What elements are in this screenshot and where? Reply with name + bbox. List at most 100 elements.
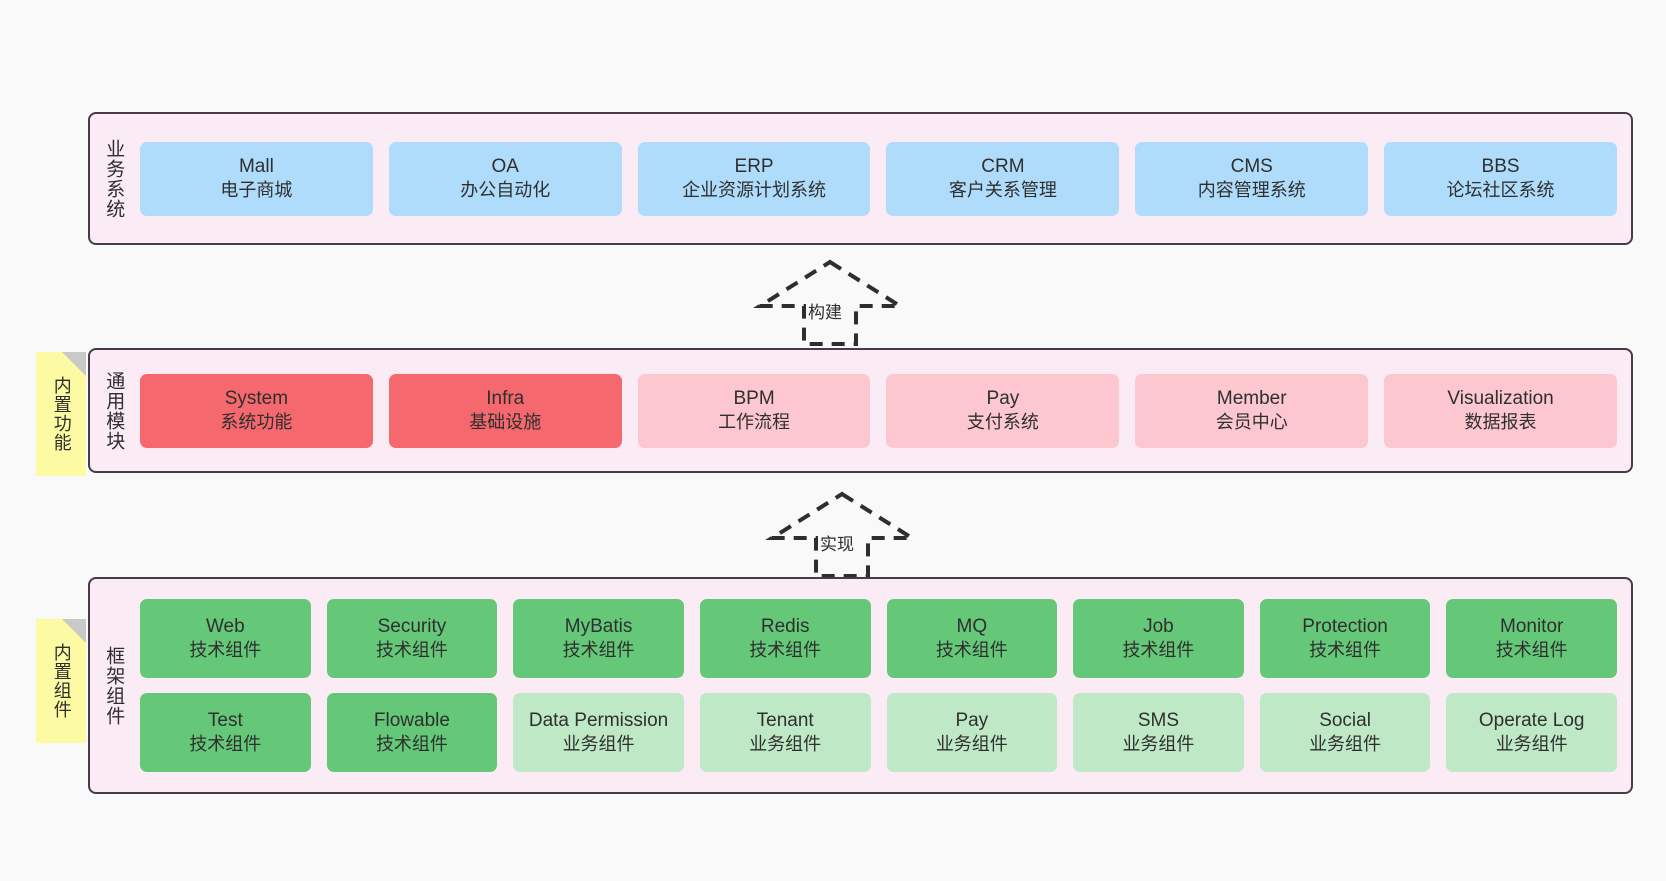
common-module-card[interactable]: Visualization 数据报表	[1384, 373, 1617, 448]
card-title-cn: 技术组件	[375, 640, 448, 661]
card-title-cn: 技术组件	[189, 640, 262, 661]
card-title-cn: 基础设施	[469, 412, 542, 433]
business-system-card[interactable]: OA 办公自动化	[388, 141, 622, 216]
card-title-cn: 业务组件	[1122, 734, 1195, 755]
card-title-cn: 数据报表	[1464, 412, 1537, 433]
framework-component-card[interactable]: Data Permission 业务组件	[513, 693, 684, 772]
card-title-cn: 技术组件	[375, 734, 448, 755]
card-title-en: Data Permission	[528, 709, 669, 731]
common-module-card[interactable]: Member 会员中心	[1135, 373, 1369, 448]
card-title-en: Flowable	[373, 709, 450, 731]
framework-component-card[interactable]: Social 业务组件	[1259, 693, 1431, 772]
card-title-cn: 办公自动化	[460, 180, 551, 201]
card-title-cn: 电子商城	[220, 180, 293, 201]
framework-component-card[interactable]: Job 技术组件	[1073, 599, 1244, 678]
card-title-en: Job	[1143, 615, 1174, 637]
framework-component-card[interactable]: Operate Log 业务组件	[1446, 693, 1617, 772]
card-title-cn: 支付系统	[966, 412, 1039, 433]
card-title-cn: 业务组件	[935, 734, 1008, 755]
layer-label-framework: 框架组件	[103, 645, 125, 726]
arrow-implement-label: 实现	[820, 535, 854, 554]
card-title-en: Test	[207, 709, 243, 731]
common-module-card[interactable]: System 系统功能	[140, 373, 373, 448]
card-title-en: System	[224, 387, 289, 409]
card-title-en: Redis	[760, 615, 810, 637]
card-title-en: OA	[491, 155, 519, 177]
arrow-implement-icon	[765, 491, 919, 578]
framework-component-card[interactable]: Redis 技术组件	[699, 599, 871, 678]
card-title-cn: 内容管理系统	[1197, 180, 1306, 201]
card-title-en: MQ	[956, 615, 988, 637]
card-title-cn: 工作流程	[718, 412, 791, 433]
card-title-en: Social	[1319, 709, 1371, 731]
business-system-card[interactable]: ERP 企业资源计划系统	[637, 141, 871, 216]
card-title-en: Monitor	[1500, 615, 1564, 637]
framework-component-card[interactable]: Pay 业务组件	[886, 693, 1058, 772]
layer-label-business: 业务系统	[103, 138, 125, 219]
business-system-card[interactable]: CMS 内容管理系统	[1135, 141, 1369, 216]
card-title-cn: 技术组件	[1309, 640, 1382, 661]
card-title-en: Pay	[955, 709, 989, 731]
card-title-en: Infra	[486, 387, 525, 409]
card-title-cn: 企业资源计划系统	[682, 180, 827, 201]
card-title-en: Member	[1216, 387, 1287, 409]
framework-component-card[interactable]: Tenant 业务组件	[699, 693, 871, 772]
arrow-build-label: 构建	[808, 303, 842, 322]
arrow-build: 构建	[750, 258, 910, 346]
card-title-en: Security	[377, 615, 447, 637]
card-title-en: ERP	[734, 155, 774, 177]
framework-component-card[interactable]: MyBatis 技术组件	[513, 599, 684, 678]
common-card-list: System 系统功能 Infra 基础设施 BPM 工作流程 Pay 支付系统 Member 会…	[136, 350, 1631, 471]
business-system-card[interactable]: CRM 客户关系管理	[886, 141, 1120, 216]
card-title-en: Pay	[986, 387, 1020, 409]
card-title-cn: 技术组件	[935, 640, 1008, 661]
layer-label-common: 通用模块	[103, 370, 125, 451]
card-title-cn: 技术组件	[1122, 640, 1195, 661]
card-title-cn: 技术组件	[749, 640, 822, 661]
card-title-cn: 技术组件	[562, 640, 635, 661]
layer-common-modules: 通用模块 System 系统功能 Infra 基础设施 BPM 工作流程 Pay 支付系统 Me…	[88, 348, 1633, 473]
card-title-en: Visualization	[1447, 387, 1554, 409]
common-module-card[interactable]: Infra 基础设施	[388, 373, 622, 448]
card-title-cn: 系统功能	[220, 412, 293, 433]
card-title-en: MyBatis	[564, 615, 633, 637]
card-title-cn: 业务组件	[749, 734, 822, 755]
arrow-implement: 实现	[762, 490, 922, 578]
card-title-en: SMS	[1137, 709, 1180, 731]
card-title-cn: 业务组件	[562, 734, 635, 755]
card-title-en: Protection	[1302, 615, 1388, 637]
sticky-note-builtin-function: 内置功能	[36, 352, 86, 476]
card-title-cn: 会员中心	[1215, 412, 1288, 433]
card-title-en: Tenant	[756, 709, 814, 731]
card-title-en: CRM	[981, 155, 1025, 177]
card-title-en: BBS	[1481, 155, 1520, 177]
framework-component-card[interactable]: Protection 技术组件	[1259, 599, 1431, 678]
common-module-card[interactable]: Pay 支付系统	[886, 373, 1120, 448]
common-module-card[interactable]: BPM 工作流程	[637, 373, 871, 448]
framework-component-card[interactable]: SMS 业务组件	[1073, 693, 1244, 772]
framework-component-card[interactable]: Monitor 技术组件	[1446, 599, 1617, 678]
card-title-cn: 客户关系管理	[948, 180, 1057, 201]
arrow-build-icon	[753, 259, 907, 346]
card-title-en: Operate Log	[1478, 709, 1585, 731]
card-title-en: CMS	[1230, 155, 1273, 177]
framework-component-card[interactable]: Flowable 技术组件	[326, 693, 498, 772]
card-title-en: BPM	[733, 387, 775, 409]
framework-component-card[interactable]: Test 技术组件	[140, 693, 311, 772]
framework-component-card[interactable]: Security 技术组件	[326, 599, 498, 678]
card-title-cn: 论坛社区系统	[1446, 180, 1555, 201]
card-title-cn: 技术组件	[189, 734, 262, 755]
business-system-card[interactable]: BBS 论坛社区系统	[1384, 141, 1617, 216]
card-title-cn: 业务组件	[1309, 734, 1382, 755]
framework-component-card[interactable]: MQ 技术组件	[886, 599, 1058, 678]
card-title-cn: 技术组件	[1495, 640, 1568, 661]
card-title-cn: 业务组件	[1495, 734, 1568, 755]
